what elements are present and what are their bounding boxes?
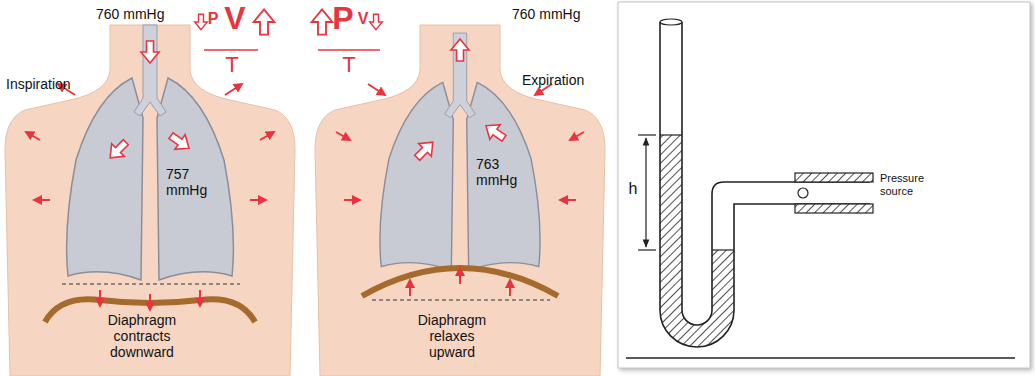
diaphragm-rest-line	[372, 299, 550, 300]
base-line	[626, 357, 1015, 359]
formula-symbol: P	[330, 0, 356, 37]
tube-outer-wall	[660, 22, 870, 347]
decrease-arrow	[370, 14, 383, 29]
u-tube-manometer	[626, 19, 1015, 358]
fraction-bar	[204, 49, 258, 51]
fluid-level	[660, 134, 682, 135]
dimension-tick	[638, 134, 656, 135]
lung-arrow	[166, 128, 194, 155]
lung-pressure: 763 mmHg	[476, 156, 532, 188]
formula-symbol: T	[222, 52, 242, 77]
dimension-line	[645, 138, 646, 247]
lung-pressure: 757 mmHg	[166, 166, 222, 198]
connector-ball	[798, 188, 808, 198]
panel-frame	[618, 2, 1030, 368]
inspiration-torso	[5, 9, 295, 376]
pressure-label: 760 mmHg	[96, 6, 186, 22]
pressure-label: 760 mmHg	[512, 6, 602, 22]
fraction-bar	[318, 49, 380, 51]
tube-opening	[660, 19, 682, 25]
dimension-label: h	[626, 180, 640, 198]
formula-symbol: P	[206, 10, 220, 28]
dimension-tick	[638, 249, 656, 250]
expansion-arrows	[26, 84, 274, 310]
airflow-arrow	[451, 39, 469, 61]
lungs	[380, 33, 540, 270]
formula-symbol: T	[339, 52, 359, 77]
connector-sleeve	[795, 204, 873, 213]
increase-arrow	[254, 9, 275, 34]
fluid-level	[712, 249, 734, 250]
contraction-arrows	[336, 84, 584, 296]
diaphragm-rest-line	[62, 283, 240, 284]
lung-arrow	[104, 136, 132, 164]
lung-arrow	[411, 136, 439, 164]
airflow-arrow	[141, 41, 159, 63]
phase-label: Inspiration	[6, 76, 96, 92]
formula-symbol: V	[222, 0, 248, 37]
increase-arrow	[312, 9, 333, 34]
formula-symbol: V	[356, 10, 370, 28]
phase-label: Expiration	[522, 72, 612, 88]
lung-arrow	[481, 118, 509, 145]
diaphragm-caption: Diaphragm relaxes upward	[408, 312, 496, 360]
decrease-arrow	[195, 14, 208, 29]
diaphragm	[362, 268, 558, 296]
lungs	[67, 25, 234, 280]
diaphragm-caption: Diaphragm contracts downward	[98, 312, 186, 360]
manometer-fluid	[660, 135, 734, 347]
torso	[5, 25, 295, 376]
pressure-source-label: Pressure source	[880, 172, 940, 197]
connector-sleeve	[795, 173, 873, 182]
